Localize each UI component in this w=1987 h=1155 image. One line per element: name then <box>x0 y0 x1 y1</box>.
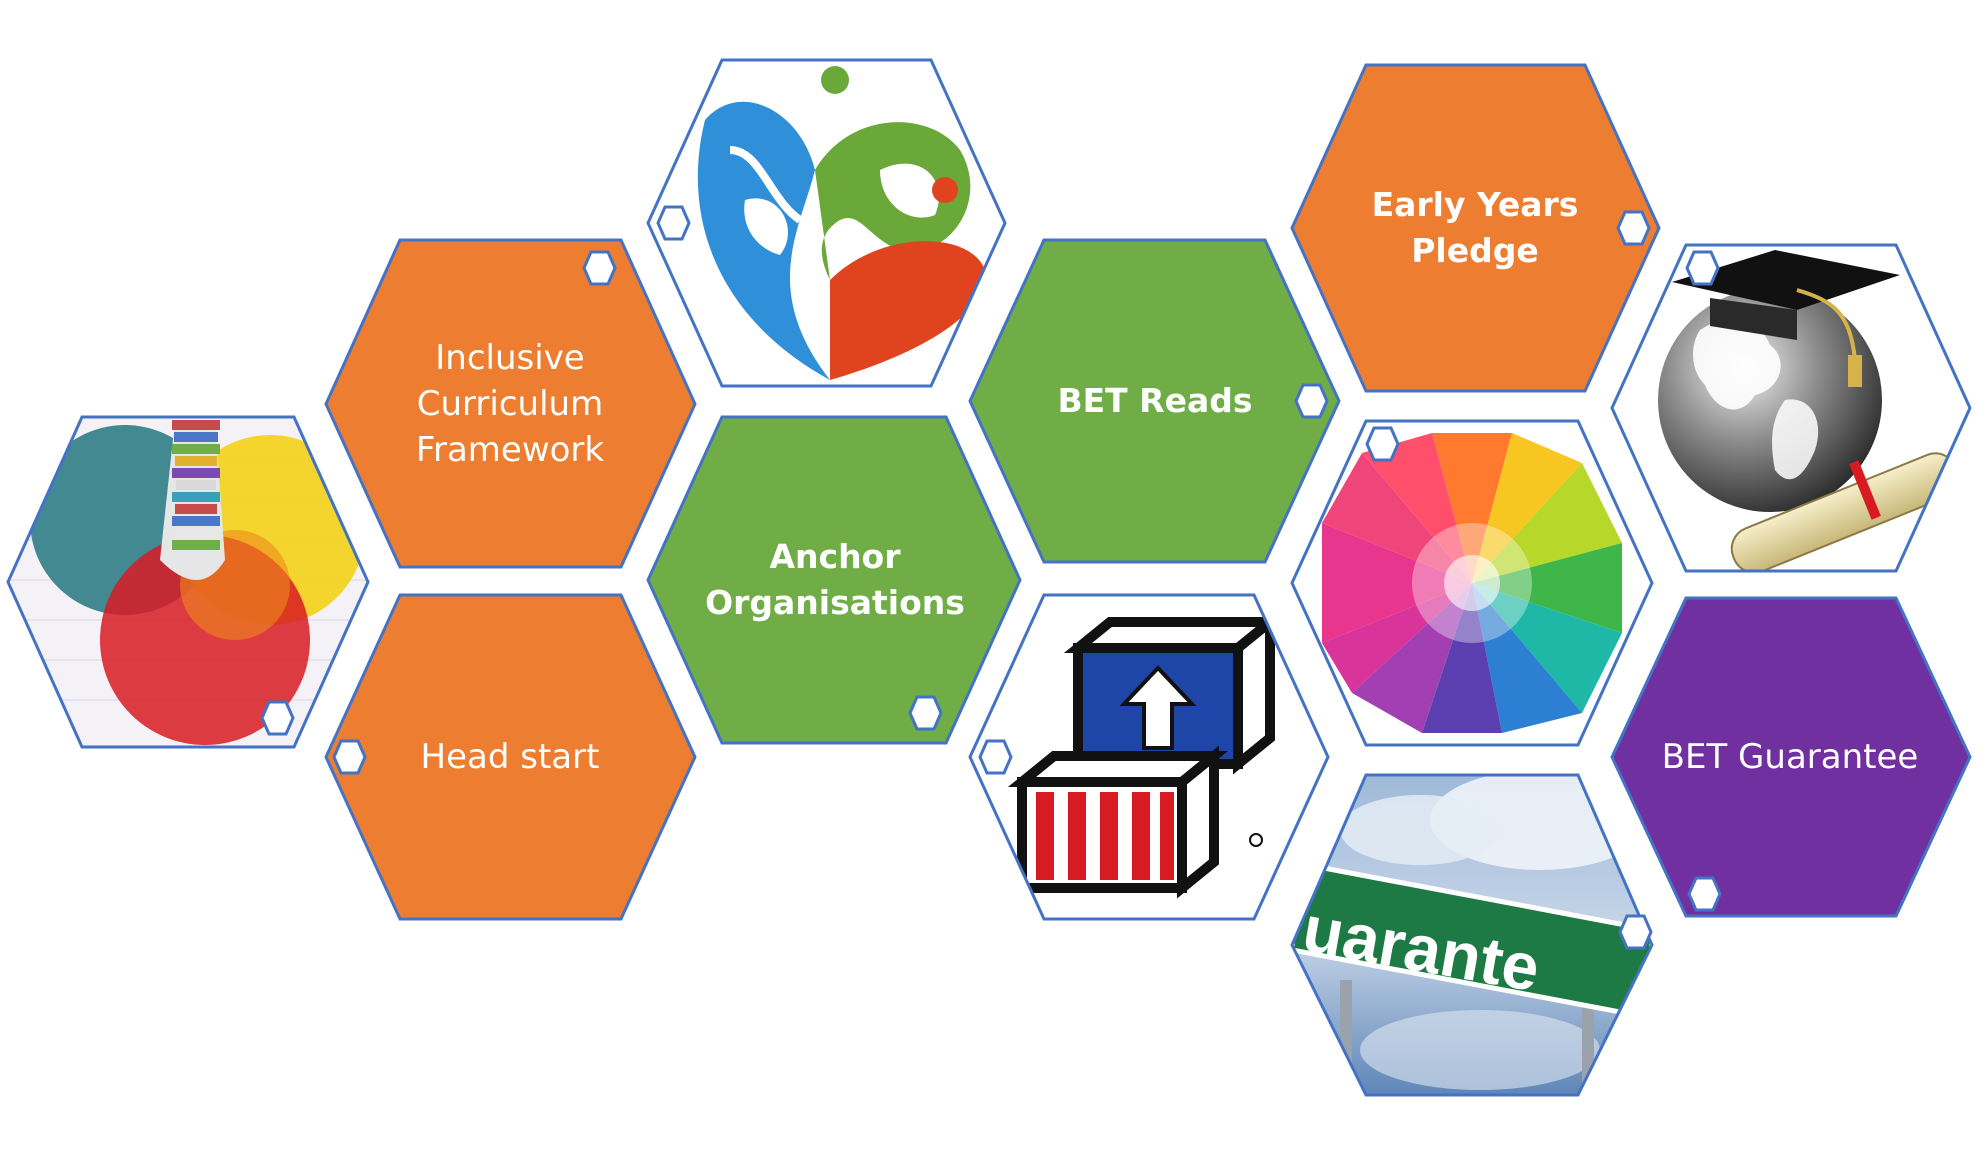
connector-dot <box>582 250 617 286</box>
rainbow-flower-icon <box>1322 433 1622 733</box>
anchor-organisations-tile <box>646 415 1022 745</box>
connector-dot <box>1294 383 1329 419</box>
guarantee-road-sign-icon: uarante <box>1292 775 1652 1095</box>
bet-reads-tile <box>968 238 1341 564</box>
connector-dot <box>1616 210 1651 246</box>
connector-dot <box>978 739 1013 775</box>
connector-dot <box>656 205 691 241</box>
connector-dot <box>1685 250 1720 286</box>
connector-dot <box>260 700 295 736</box>
venn-books-icon <box>8 417 368 747</box>
connector-dot <box>332 739 367 775</box>
connector-dot <box>908 695 943 731</box>
heart-people-tile <box>646 58 1007 388</box>
rainbow-flower-tile <box>1290 419 1654 747</box>
head-start-blocks-tile <box>968 593 1330 921</box>
connector-dot <box>1365 426 1400 462</box>
venn-books-tile <box>6 415 370 749</box>
connector-dot <box>1618 914 1653 950</box>
head-start-blocks-logo-icon <box>970 595 1328 919</box>
head-start-tile <box>324 593 697 921</box>
heart-people-logo-icon <box>697 66 986 380</box>
graduation-globe-tile <box>1610 243 1972 573</box>
connector-dot <box>1687 876 1722 912</box>
guarantee-sign-tile: uarante <box>1290 773 1654 1097</box>
bet-guarantee-tile <box>1610 596 1972 918</box>
early-years-pledge-tile <box>1290 63 1661 393</box>
graduation-globe-icon <box>1658 250 1960 571</box>
inclusive-curriculum-tile <box>324 238 697 569</box>
